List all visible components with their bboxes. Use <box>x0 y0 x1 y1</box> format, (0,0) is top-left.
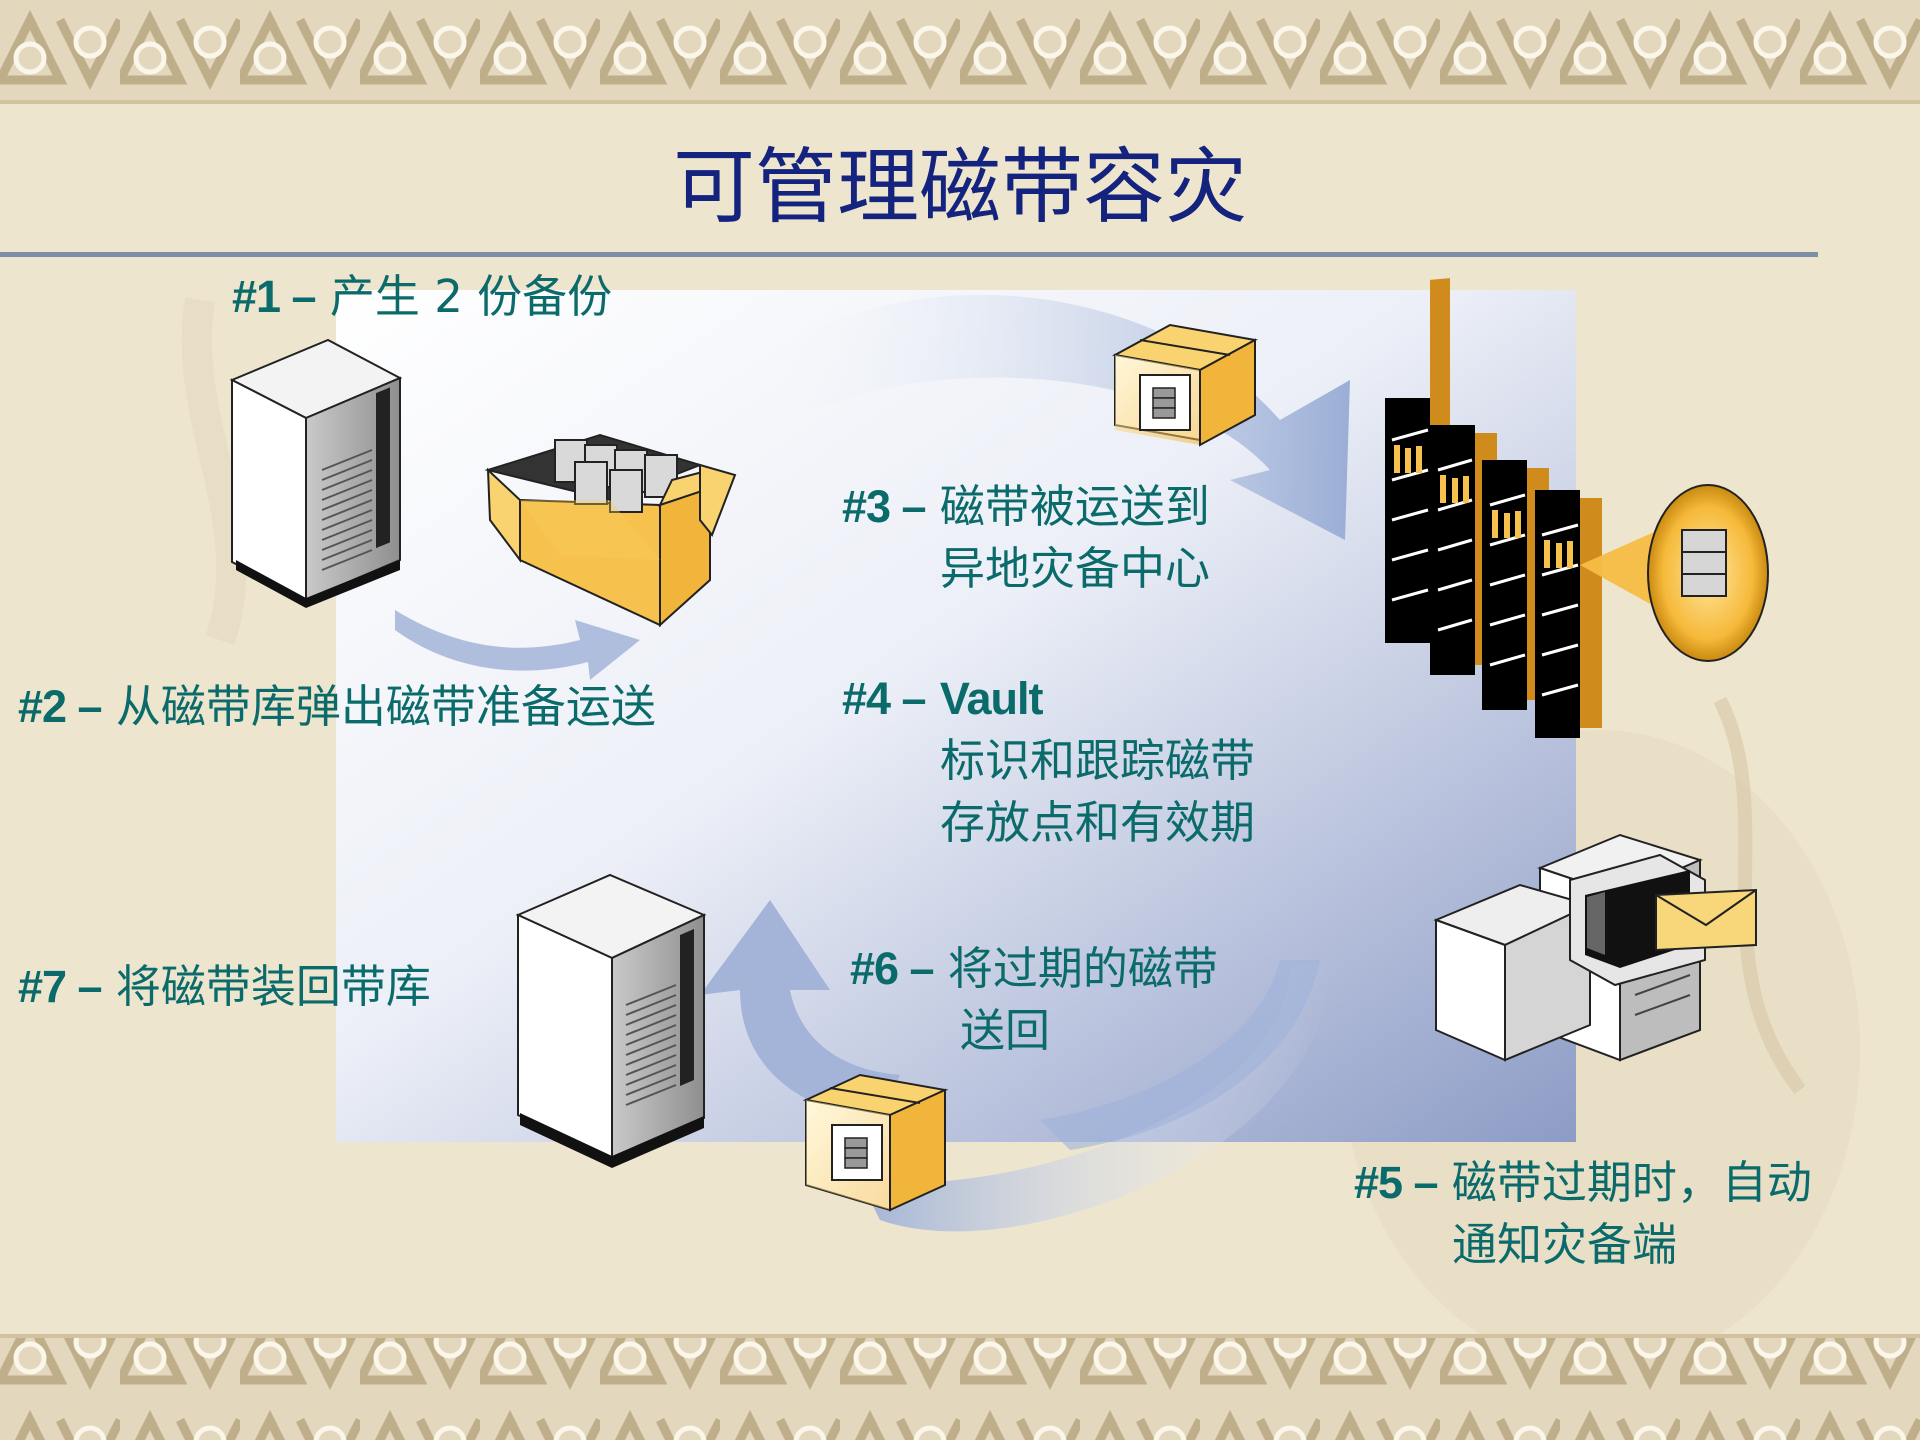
step-4-label: #4 – Vault 标识和跟踪磁带 存放点和有效期 <box>842 668 1255 854</box>
step-3-label: #3 – 磁带被运送到 异地灾备中心 <box>842 476 1210 600</box>
open-tape-box-icon <box>484 433 737 628</box>
step-3-number: #3 – <box>842 481 927 532</box>
step-4-line-1: 标识和跟踪磁带 <box>940 734 1256 787</box>
slide-title: 可管理磁带容灾 <box>672 140 1247 235</box>
step-7-label: #7 – 将磁带装回带库 <box>18 956 431 1018</box>
offsite-vault-shelves-icon <box>1385 278 1602 738</box>
step-6-label: #6 – 将过期的磁带 送回 <box>850 938 1218 1062</box>
return-tape-box-icon <box>802 1073 949 1212</box>
step-7-number: #7 – <box>18 961 103 1012</box>
step-6-number: #6 – <box>850 943 935 994</box>
step-6-line-2: 送回 <box>960 1004 1051 1057</box>
restore-server-icon <box>515 873 707 1168</box>
step-5-line-2: 通知灾备端 <box>1452 1218 1678 1271</box>
step-5-label: #5 – 磁带过期时，自动 通知灾备端 <box>1354 1152 1812 1276</box>
step-5-line-1: 磁带过期时，自动 <box>1451 1156 1812 1209</box>
step-1-label: #1 – 产生 2 份备份 <box>232 266 612 328</box>
step-4-number: #4 – <box>842 673 927 724</box>
step-7-text: 将磁带装回带库 <box>115 960 431 1013</box>
step-1-number: #1 – <box>232 271 317 322</box>
step-6-line-1: 将过期的磁带 <box>947 942 1218 995</box>
step-5-number: #5 – <box>1354 1157 1439 1208</box>
backup-server-icon <box>229 338 403 608</box>
tape-spotlight-icon <box>1580 484 1769 662</box>
step-3-line-2: 异地灾备中心 <box>940 542 1211 595</box>
tape-shipping-box-icon <box>1112 323 1258 447</box>
step-4-line-2: 存放点和有效期 <box>940 796 1256 849</box>
step-2-label: #2 – 从磁带库弹出磁带准备运送 <box>18 676 656 738</box>
step-3-line-1: 磁带被运送到 <box>939 480 1210 533</box>
step-2-text: 从磁带库弹出磁带准备运送 <box>115 680 656 733</box>
envelope-icon <box>1655 888 1757 952</box>
step-2-number: #2 – <box>18 681 103 732</box>
step-1-text: 产生 2 份备份 <box>329 270 613 323</box>
step-4-heading: Vault <box>939 673 1044 724</box>
